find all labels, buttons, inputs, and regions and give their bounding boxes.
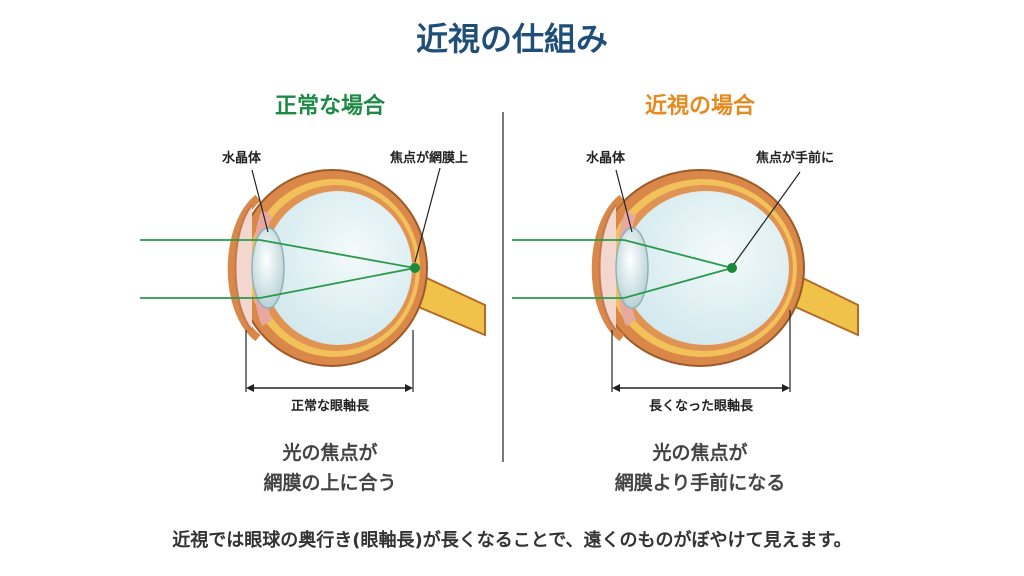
- normal-caption-line1: 光の焦点が: [282, 442, 378, 464]
- normal-caption: 光の焦点が 網膜の上に合う: [140, 438, 520, 498]
- normal-axis-label: 正常な眼軸長: [291, 398, 370, 414]
- normal-caption-line2: 網膜の上に合う: [263, 472, 397, 494]
- myopia-axis-label: 長くなった眼軸長: [649, 398, 754, 414]
- normal-lens-label: 水晶体: [222, 150, 262, 166]
- myopia-eye: 水晶体 焦点が手前に 長くなった眼軸長: [512, 150, 859, 414]
- page-title: 近視の仕組み: [415, 20, 608, 58]
- myopia-focus-label: 焦点が手前に: [755, 150, 834, 166]
- myopia-heading: 近視の場合: [644, 94, 755, 119]
- myopia-caption-line2: 網膜より手前になる: [614, 472, 786, 494]
- myopia-lens-leader: [615, 169, 633, 233]
- normal-focus-label: 焦点が網膜上: [389, 150, 468, 166]
- myopia-lens-label: 水晶体: [586, 150, 626, 166]
- normal-heading: 正常な場合: [274, 94, 385, 119]
- myopia-lens: [615, 227, 649, 309]
- panel-divider: [502, 112, 504, 462]
- myopia-caption-line1: 光の焦点が: [652, 442, 748, 464]
- normal-lens-leader: [251, 169, 269, 233]
- myopia-focus-leader: [733, 171, 801, 265]
- normal-lens: [251, 227, 285, 309]
- bottom-explanation: 近視では眼球の奥行き(眼軸長)が長くなることで、遠くのものがぼやけて見えます。: [172, 530, 852, 551]
- normal-focus-dot: [410, 263, 420, 273]
- myopia-vitreous: [623, 191, 789, 345]
- normal-eye: 水晶体 焦点が網膜上 正常な眼軸長: [140, 150, 486, 414]
- myopia-caption: 光の焦点が 網膜より手前になる: [510, 438, 890, 498]
- normal-focus-leader: [414, 167, 441, 263]
- normal-vitreous: [264, 191, 412, 345]
- myopia-focus-dot: [727, 263, 737, 273]
